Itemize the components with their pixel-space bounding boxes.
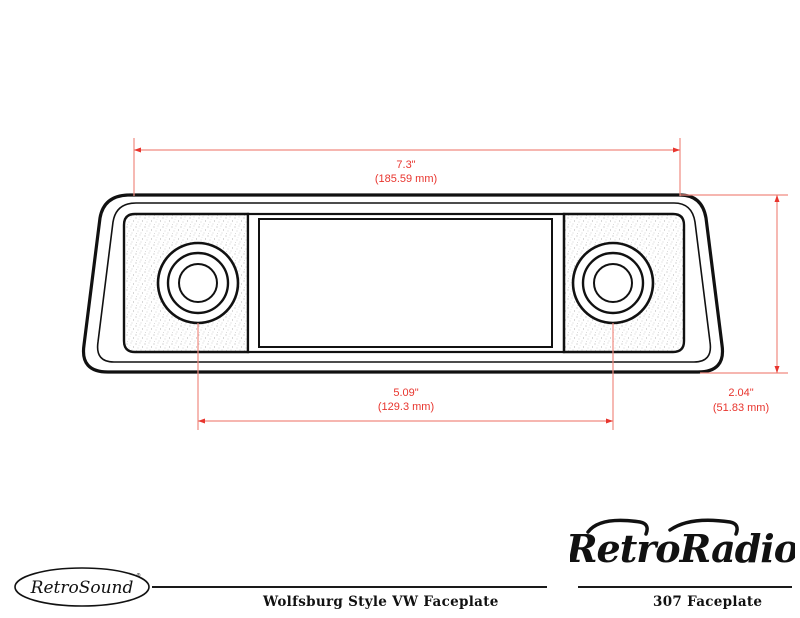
display-window [246, 212, 566, 354]
retrosound-logo: RetroSound ® [14, 567, 150, 607]
model-name: 307 Faceplate [653, 594, 763, 610]
height-arrow-top [774, 195, 780, 202]
width-arrow-right [673, 147, 680, 153]
faceplate-inner-outline [96, 202, 712, 363]
svg-text:RetroRadio: RetroRadio [570, 526, 795, 571]
left-knob-center [178, 263, 218, 303]
height-inches-label: 2.04" [728, 387, 753, 399]
display-inner-frame [258, 218, 553, 348]
knob-arrow-right [606, 418, 613, 424]
height-arrow-bottom [774, 366, 780, 373]
height-mm-label: (51.83 mm) [713, 402, 769, 414]
knob-spacing-inches-label: 5.09" [393, 387, 418, 399]
width-inches-label: 7.3" [396, 159, 415, 171]
svg-text:RetroSound: RetroSound [30, 578, 134, 598]
retroradio-logo: RetroRadio [570, 518, 795, 571]
width-mm-label: (185.59 mm) [375, 173, 437, 185]
overall-width-dimension [133, 138, 681, 196]
left-knob-panel [122, 212, 250, 354]
knob-arrow-left [198, 418, 205, 424]
footer-rule-right [578, 586, 792, 588]
footer-rule-left [152, 586, 547, 588]
svg-text:®: ® [136, 572, 141, 579]
right-knob-panel [562, 212, 686, 354]
right-knob-center [593, 263, 633, 303]
width-arrow-left [134, 147, 141, 153]
knob-spacing-dimension [197, 323, 614, 430]
knob-spacing-mm-label: (129.3 mm) [378, 401, 434, 413]
overall-height-dimension [680, 194, 788, 374]
product-name: Wolfsburg Style VW Faceplate [263, 594, 499, 610]
